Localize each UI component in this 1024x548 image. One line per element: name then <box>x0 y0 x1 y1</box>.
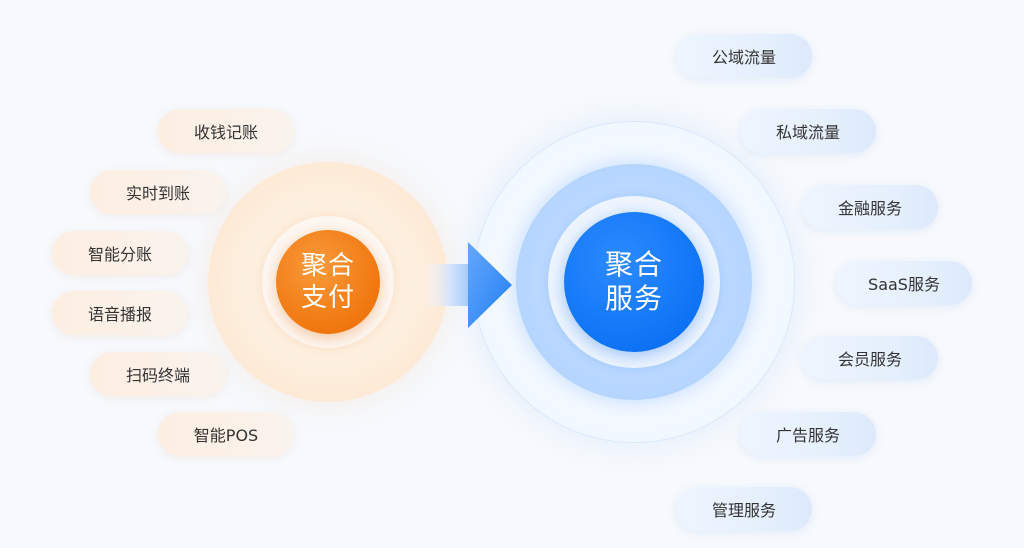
services-hub: 聚合 服务 <box>564 212 704 352</box>
services-hub-label: 聚合 服务 <box>604 248 663 315</box>
payment-feature-pill: 扫码终端 <box>90 352 226 396</box>
payment-feature-pill: 收钱记账 <box>158 109 294 153</box>
payment-feature-label: 智能分账 <box>87 245 152 264</box>
payment-hub: 聚合 支付 <box>276 230 380 334</box>
service-item-pill: SaaS服务 <box>836 261 972 305</box>
service-item-pill: 公域流量 <box>676 34 812 78</box>
service-item-label: 金融服务 <box>837 199 902 218</box>
service-item-label: 公域流量 <box>711 48 776 67</box>
service-item-label: SaaS服务 <box>868 275 940 294</box>
service-item-pill: 管理服务 <box>676 487 812 531</box>
service-item-pill: 金融服务 <box>802 185 938 229</box>
payment-feature-pill: 语音播报 <box>52 291 188 335</box>
payment-feature-label: 智能POS <box>193 426 259 445</box>
payment-feature-pill: 实时到账 <box>90 170 226 214</box>
payment-feature-label: 收钱记账 <box>193 123 258 142</box>
service-item-pill: 广告服务 <box>740 412 876 456</box>
service-item-label: 广告服务 <box>775 426 840 445</box>
service-item-label: 管理服务 <box>711 501 776 520</box>
payment-feature-label: 实时到账 <box>125 184 190 203</box>
payment-feature-pill: 智能POS <box>158 412 294 456</box>
payment-feature-label: 扫码终端 <box>125 366 190 385</box>
service-item-pill: 会员服务 <box>802 336 938 380</box>
payment-feature-pill: 智能分账 <box>52 231 188 275</box>
service-item-label: 私域流量 <box>775 123 840 142</box>
payment-hub-label: 聚合 支付 <box>300 251 355 313</box>
payment-feature-label: 语音播报 <box>87 305 152 324</box>
service-item-pill: 私域流量 <box>740 109 876 153</box>
arrow-right-icon <box>420 242 512 328</box>
service-item-label: 会员服务 <box>837 350 902 369</box>
